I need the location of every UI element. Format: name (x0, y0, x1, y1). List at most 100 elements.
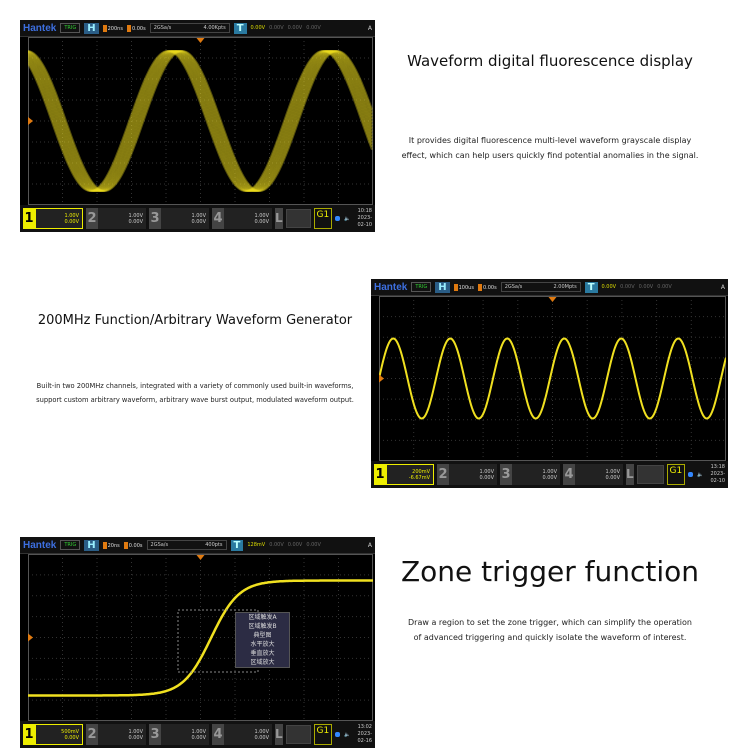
logic-button[interactable]: L (275, 724, 283, 745)
usb-icon (335, 732, 341, 737)
channel-offset: 0.00V (128, 218, 143, 225)
horizontal-button[interactable]: H (84, 22, 99, 34)
delay: 0.00s (482, 284, 497, 291)
waveform-trace (28, 49, 373, 193)
date: 2023-02-16 (357, 731, 372, 744)
usb-icon (688, 472, 694, 477)
section-desc: Built-in two 200MHz channels, integrated… (36, 382, 354, 404)
generator-button[interactable]: G1 (313, 208, 333, 229)
channel-scale: 1.00V (191, 728, 206, 735)
menu-item[interactable]: 区域放大 (250, 659, 275, 666)
trigger-level: 0.00V (601, 284, 617, 290)
auto-mode: A (367, 541, 372, 549)
channel-offset: 0.00V (64, 734, 79, 741)
channel-scale: 1.00V (605, 468, 620, 475)
channel-offset: 0.00V (191, 734, 206, 741)
date: 2023-02-10 (357, 215, 372, 228)
waveform-trace (28, 49, 373, 193)
timebase: 100us (458, 284, 474, 291)
trigger-status[interactable]: TRIG (60, 23, 81, 33)
trigger-position-marker (196, 555, 205, 560)
waveform-trace (28, 49, 373, 193)
channel-scale: 1.00V (191, 212, 206, 219)
waveform-trace (379, 337, 726, 420)
channel-offset: 0.00V (479, 474, 494, 481)
waveform-grid (379, 296, 726, 461)
waveform-trace (28, 49, 373, 193)
timebase-icon (102, 541, 107, 549)
waveform-trace (28, 49, 373, 193)
trigger-status[interactable]: TRIG (60, 540, 81, 550)
waveform-trace (28, 579, 373, 697)
delay-icon (126, 24, 131, 32)
waveform-trace (28, 49, 373, 193)
hantek-logo: Hantek (23, 539, 57, 551)
delay: 0.00s (131, 25, 146, 32)
trigger-button[interactable]: T (230, 539, 244, 551)
waveform-grid (28, 37, 373, 205)
waveform-grid (28, 554, 373, 721)
channel-offset: 0.00V (64, 218, 79, 225)
section-desc: It provides digital fluorescence multi-l… (401, 136, 699, 160)
delay-icon (477, 283, 482, 291)
menu-item[interactable]: 区域触发A (248, 614, 277, 621)
delay-icon (123, 541, 128, 549)
section-desc: Draw a region to set the zone trigger, w… (408, 618, 692, 642)
timebase: 20ns (107, 542, 120, 549)
time: 13:18 (710, 464, 725, 470)
channel-offset: 0.00V (605, 474, 620, 481)
logic-button[interactable]: L (275, 208, 283, 229)
menu-item[interactable]: 水平放大 (250, 641, 275, 648)
trigger-status[interactable]: TRIG (411, 282, 432, 292)
channel-1-offset-marker (379, 374, 384, 383)
waveform-trace (28, 49, 373, 193)
zone-trigger-menu: 区域触发A 区域触发B 典型图水平放大垂直放大区域放大 (235, 612, 290, 668)
auto-mode: A (367, 24, 372, 32)
menu-item[interactable]: 垂直放大 (250, 650, 275, 657)
logic-button[interactable]: L (626, 464, 634, 485)
auto-mode: A (720, 283, 725, 291)
hantek-logo: Hantek (23, 22, 57, 34)
trigger-button[interactable]: T (233, 22, 247, 34)
channel-scale: 1.00V (542, 468, 557, 475)
waveform-trace (28, 49, 373, 193)
generator-button[interactable]: G1 (313, 724, 333, 745)
trigger-level: 0.00V (250, 25, 266, 31)
trigger-position-marker (548, 297, 557, 302)
generator-button[interactable]: G1 (666, 464, 686, 485)
channel-offset: 0.00V (128, 734, 143, 741)
menu-item[interactable]: 区域触发B (248, 623, 277, 630)
horizontal-button[interactable]: H (84, 539, 99, 551)
channel-offset: 0.00V (254, 734, 269, 741)
trigger-button[interactable]: T (584, 281, 598, 293)
horizontal-button[interactable]: H (435, 281, 450, 293)
waveform-trace (28, 49, 373, 193)
channel-scale: 1.00V (128, 728, 143, 735)
channel-scale: 1.00V (479, 468, 494, 475)
channel-scale: 1.00V (64, 212, 79, 219)
trigger-level: 128mV (247, 542, 266, 548)
menu-item[interactable]: 典型图 (253, 632, 272, 639)
channel-offset: 0.00V (254, 218, 269, 225)
speaker-icon: 🔈 (697, 471, 704, 478)
